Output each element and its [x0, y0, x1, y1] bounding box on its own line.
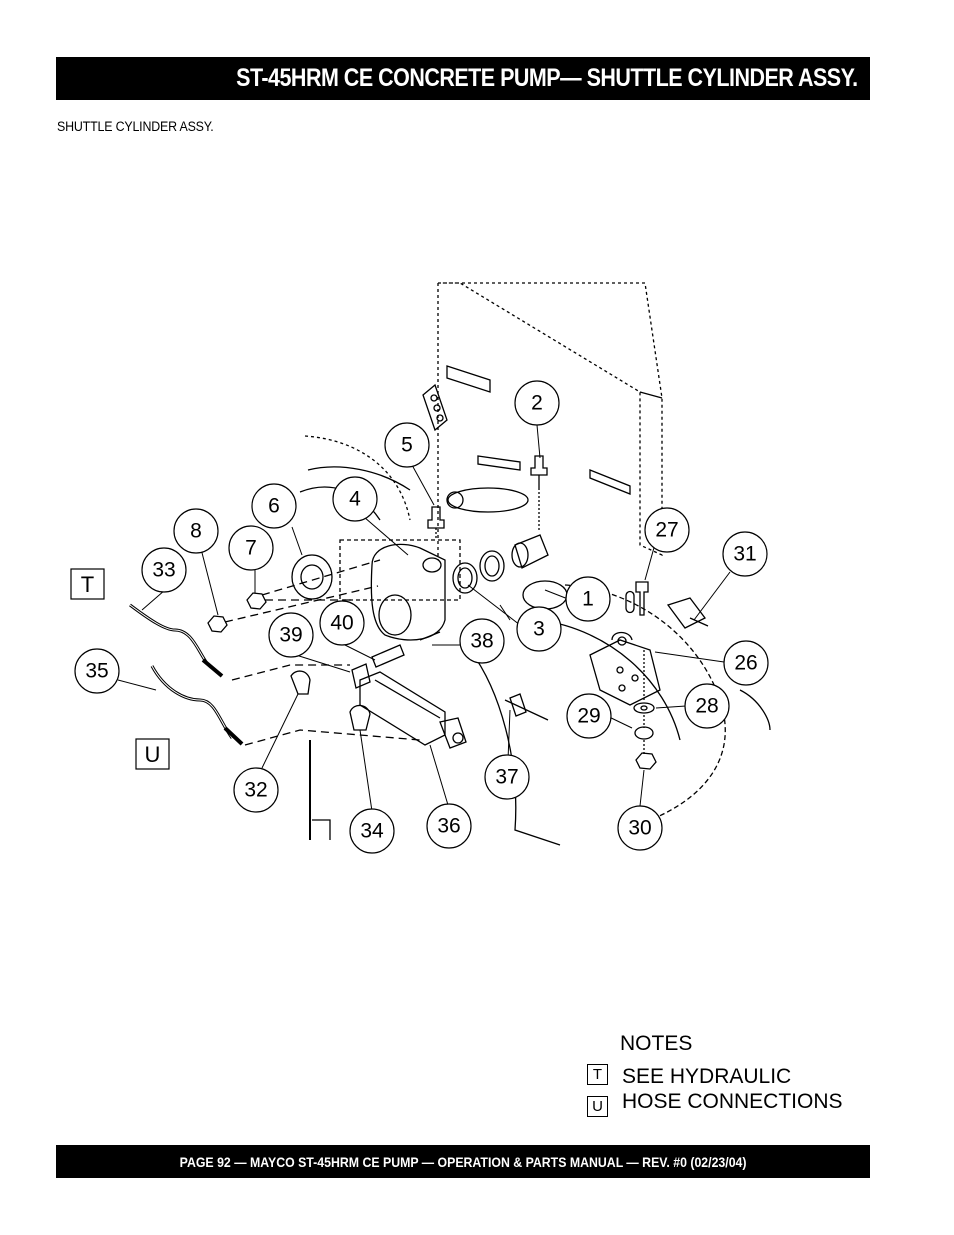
callout-40 [319, 600, 365, 646]
callout-32-label: 32 [244, 779, 267, 802]
callout-2-label: 2 [531, 392, 543, 415]
callout-26-label: 26 [734, 652, 757, 675]
callout-27-label: 27 [655, 519, 678, 542]
callout-2 [514, 380, 560, 426]
callout-34-label: 34 [360, 820, 384, 843]
callout-34 [349, 808, 395, 854]
nut-part-30 [635, 752, 657, 770]
page-title-bar: ST-45HRM CE CONCRETE PUMP— SHUTTLE CYLIN… [56, 57, 870, 100]
callout-3-label: 3 [533, 618, 545, 641]
callout-26 [723, 640, 769, 686]
callout-35 [74, 648, 120, 694]
fitting-part-31 [666, 597, 706, 629]
callout-29 [566, 693, 612, 739]
hose-u-box [135, 738, 170, 770]
callout-3 [516, 606, 562, 652]
nut-part-7 [246, 592, 267, 610]
callout-35-label: 35 [85, 660, 108, 683]
callout-38-label: 38 [470, 630, 493, 653]
elbow-part-32 [290, 670, 311, 695]
notes-title: NOTES [620, 1032, 693, 1055]
hose-t-label: T [81, 572, 94, 597]
callout-5 [384, 422, 430, 468]
callout-29-label: 29 [577, 705, 600, 728]
callout-40-label: 40 [330, 612, 353, 635]
callout-7-label: 7 [245, 537, 257, 560]
page-title: ST-45HRM CE CONCRETE PUMP— SHUTTLE CYLIN… [236, 64, 859, 92]
callout-38 [459, 618, 505, 664]
note-t-box: T [587, 1064, 608, 1085]
note-line-1: SEE HYDRAULIC [622, 1065, 792, 1088]
callout-7 [228, 525, 274, 571]
callout-1 [565, 576, 611, 622]
callout-6-label: 6 [268, 495, 280, 518]
bolt-part-27 [635, 581, 649, 616]
callout-33 [141, 547, 187, 593]
note-u-box: U [587, 1096, 608, 1117]
callout-4 [332, 476, 378, 522]
callout-5-label: 5 [401, 434, 413, 457]
callout-31-label: 31 [733, 543, 756, 566]
callout-39 [268, 612, 314, 658]
callout-4-label: 4 [349, 488, 361, 511]
bolt-part-5 [427, 506, 445, 529]
washer-part-28 [633, 702, 655, 714]
page-footer-text: PAGE 92 — MAYCO ST-45HRM CE PUMP — OPERA… [179, 1153, 747, 1170]
plate-bracket-right [589, 469, 631, 495]
hose-t-box [70, 568, 105, 600]
callout-30-label: 30 [628, 817, 651, 840]
callout-32 [233, 767, 279, 813]
nut-part-8 [207, 615, 228, 633]
elbow-part-34 [349, 704, 371, 731]
section-subtitle: SHUTTLE CYLINDER ASSY. [57, 119, 214, 134]
note-row-u: U [587, 1096, 608, 1117]
callout-28-label: 28 [695, 695, 718, 718]
callout-36-label: 36 [437, 815, 460, 838]
back-plate [438, 282, 663, 557]
callout-37 [484, 754, 530, 800]
callout-39-label: 39 [279, 624, 302, 647]
housing-top-arc [304, 435, 411, 521]
plate-bracket-mid [477, 455, 521, 471]
callout-37-label: 37 [495, 766, 518, 789]
callout-6 [251, 483, 297, 529]
mount-bracket-26 [589, 639, 661, 706]
callout-28 [684, 683, 730, 729]
callout-8 [173, 508, 219, 554]
page-footer-bar: PAGE 92 — MAYCO ST-45HRM CE PUMP — OPERA… [56, 1145, 870, 1178]
hydraulic-cylinder [359, 671, 446, 746]
callout-27 [644, 507, 690, 553]
callout-1-label: 1 [582, 588, 594, 611]
plate-bracket-upper [446, 365, 491, 393]
bolt-part-2 [530, 455, 548, 476]
callout-8-label: 8 [190, 520, 202, 543]
callout-30 [617, 805, 663, 851]
flange-part-6 [291, 554, 333, 600]
pin-part-37 [419, 631, 441, 641]
note-line-2: HOSE CONNECTIONS [622, 1090, 843, 1113]
note-row-t: T [587, 1064, 608, 1085]
hose-u-label: U [145, 742, 161, 767]
callout-31 [722, 531, 768, 577]
callout-36 [426, 803, 472, 849]
washer-part-29 [634, 726, 654, 740]
shuttle-shaft [514, 534, 549, 569]
callout-33-label: 33 [152, 559, 175, 582]
